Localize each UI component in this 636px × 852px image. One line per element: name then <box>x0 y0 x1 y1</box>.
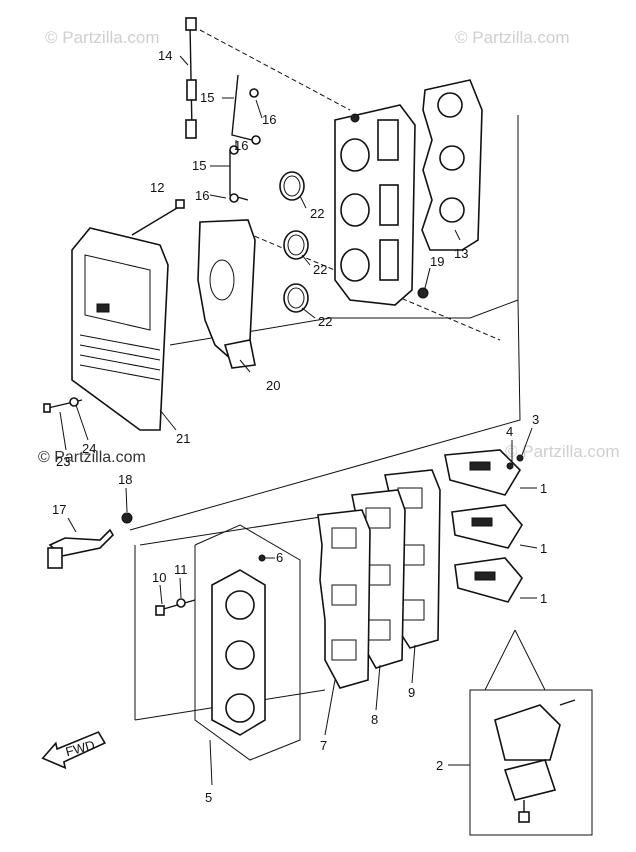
part-23-24-screw <box>43 397 83 413</box>
callout-15-lower: 15 <box>192 158 206 173</box>
callout-22-mid: 22 <box>313 262 327 277</box>
part-14-rod <box>185 17 197 139</box>
callout-13: 13 <box>454 246 468 261</box>
callout-5: 5 <box>205 790 212 805</box>
leader-lines <box>59 55 538 786</box>
part-1-reed-valve-bottom <box>454 557 523 603</box>
part-2-inset <box>469 689 593 836</box>
part-18-nut <box>121 512 133 524</box>
part-20-plate <box>197 219 256 369</box>
callout-16-lower: 16 <box>195 188 209 203</box>
watermark-mid-right: © Partzilla.com <box>505 442 620 461</box>
callout-17: 17 <box>52 502 66 517</box>
part-19-nut <box>417 287 429 299</box>
part-1-reed-valve-mid <box>451 504 523 549</box>
part-5-manifold <box>194 524 301 761</box>
part-21-silencer-cover <box>71 227 169 431</box>
callout-21: 21 <box>176 431 190 446</box>
fwd-label: FWD <box>64 737 96 759</box>
callout-15-upper: 15 <box>200 90 214 105</box>
part-15-link-upper <box>231 74 261 145</box>
watermark-mid-left: © Partzilla.com <box>38 449 146 466</box>
part-12-bolt <box>131 199 185 236</box>
assembly-outline <box>129 29 546 721</box>
callout-24: 24 <box>82 441 96 456</box>
callout-7: 7 <box>320 738 327 753</box>
callout-22-bottom: 22 <box>318 314 332 329</box>
callout-4: 4 <box>506 424 513 439</box>
part-15-link-lower <box>229 145 249 203</box>
callout-labels: 14 15 16 15 16 16 12 22 22 22 13 19 20 2… <box>52 48 547 805</box>
callout-10: 10 <box>152 570 166 585</box>
part-1-reed-valve-top <box>444 449 524 496</box>
callout-2: 2 <box>436 758 443 773</box>
callout-16-upper: 16 <box>262 112 276 127</box>
watermark-top-left: © Partzilla.com <box>45 28 160 47</box>
callout-19: 19 <box>430 254 444 269</box>
part-13-gasket <box>421 79 483 251</box>
callout-23: 23 <box>56 454 70 469</box>
watermark-top-right: © Partzilla.com <box>455 28 570 47</box>
callout-18: 18 <box>118 472 132 487</box>
callout-11: 11 <box>174 562 188 577</box>
callout-12: 12 <box>150 180 164 195</box>
callout-6: 6 <box>276 550 283 565</box>
part-22-o-rings <box>279 171 309 313</box>
callout-1-top: 1 <box>540 481 547 496</box>
carburetor-assembly <box>334 104 416 306</box>
part-10-11-bolt <box>155 598 196 616</box>
fwd-arrow: FWD <box>41 731 106 770</box>
part-7-gasket <box>317 509 371 689</box>
callout-1-bottom: 1 <box>540 591 547 606</box>
callout-9: 9 <box>408 685 415 700</box>
callout-1-mid: 1 <box>540 541 547 556</box>
callout-20: 20 <box>266 378 280 393</box>
callout-16-mid: 16 <box>234 138 248 153</box>
callout-22-top: 22 <box>310 206 324 221</box>
callout-14: 14 <box>158 48 172 63</box>
callout-3: 3 <box>532 412 539 427</box>
part-17-lever <box>47 528 115 569</box>
callout-8: 8 <box>371 712 378 727</box>
